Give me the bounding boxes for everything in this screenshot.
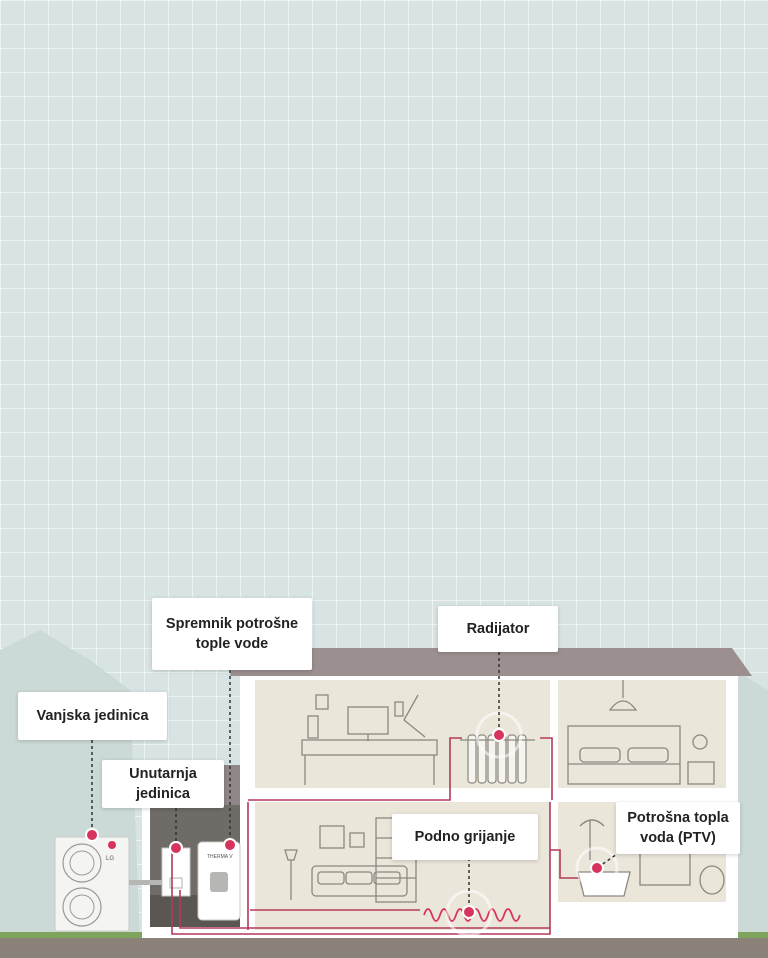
label-dhw-tank-text: Spremnik potrošne tople vode bbox=[165, 616, 299, 652]
label-radiator[interactable]: Radijator bbox=[438, 606, 558, 652]
bedroom-furniture bbox=[567, 680, 715, 785]
outdoor-unit bbox=[54, 836, 130, 932]
leader-lines bbox=[91, 652, 621, 910]
dhw-tank bbox=[197, 841, 241, 921]
room-bedroom bbox=[558, 680, 726, 788]
label-outdoor-unit-text: Vanjska jedinica bbox=[36, 708, 149, 724]
dhw-tank-brand: THERMA V bbox=[207, 854, 233, 860]
outdoor-connection-pipe bbox=[129, 880, 162, 885]
label-hot-water-text: Potrošna topla voda (PTV) bbox=[627, 810, 729, 846]
indoor-unit bbox=[161, 847, 191, 897]
bathroom-fixtures bbox=[577, 819, 725, 897]
ground bbox=[0, 938, 768, 958]
roof bbox=[230, 648, 752, 676]
label-dhw-tank[interactable]: Spremnik potrošne tople vode bbox=[152, 598, 312, 670]
label-indoor-unit[interactable]: Unutarnja jedinica bbox=[102, 760, 224, 808]
hotspot-markers bbox=[85, 728, 604, 919]
label-hot-water[interactable]: Potrošna topla voda (PTV) bbox=[616, 802, 740, 854]
label-indoor-unit-text: Unutarnja jedinica bbox=[129, 766, 197, 802]
label-outdoor-unit[interactable]: Vanjska jedinica bbox=[18, 692, 167, 740]
label-floor-heating-text: Podno grijanje bbox=[414, 829, 516, 845]
label-radiator-text: Radijator bbox=[466, 621, 530, 637]
outdoor-unit-brand: LG bbox=[106, 856, 114, 862]
label-floor-heating[interactable]: Podno grijanje bbox=[392, 814, 538, 860]
pipes bbox=[171, 737, 580, 935]
study-furniture bbox=[301, 694, 438, 785]
radiator-unit bbox=[460, 734, 535, 784]
